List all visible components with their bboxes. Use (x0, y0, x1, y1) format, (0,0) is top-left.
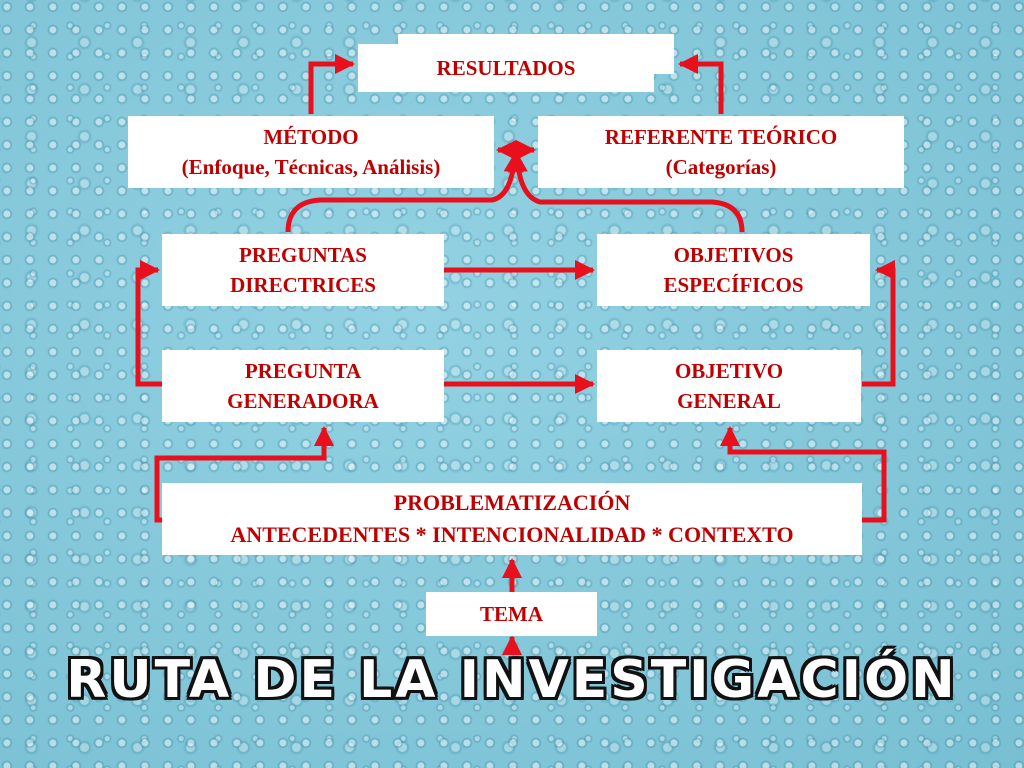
node-objetivos-especificos-line1: OBJETIVOS (673, 242, 794, 267)
node-problematizacion-title: PROBLEMATIZACIÓN (393, 490, 631, 516)
arrow-objetivo-general-to-objetivos-especificos (862, 260, 896, 387)
arrow-objetivos-especificos-to-center (507, 152, 745, 233)
arrow-problematizacion-to-objetivo-general (720, 426, 887, 523)
arrow-problematizacion-to-pregunta-generadora (154, 426, 334, 523)
node-pregunta-generadora-line1: PREGUNTA (244, 358, 362, 383)
node-objetivo-general-line1: OBJETIVO (674, 358, 784, 383)
node-resultados: RESULTADOS (358, 44, 654, 92)
node-tema-label: TEMA (480, 601, 543, 626)
node-referente-subtitle: (Categorías) (665, 155, 777, 179)
node-resultados-label: RESULTADOS (436, 55, 576, 80)
arrow-metodo-to-resultados (308, 54, 355, 114)
diagram-title: RUTA DE LA INVESTIGACIÓN (66, 650, 958, 710)
node-metodo-subtitle: (Enfoque, Técnicas, Análisis) (181, 155, 441, 179)
node-problematizacion: PROBLEMATIZACIÓN ANTECEDENTES * INTENCIO… (162, 483, 862, 555)
arrow-preguntas-directrices-to-center (285, 152, 524, 233)
arrow-pregunta-generadora-to-preguntas-directrices (135, 260, 162, 387)
node-pregunta-generadora: PREGUNTA GENERADORA (162, 350, 444, 422)
node-metodo: MÉTODO (Enfoque, Técnicas, Análisis) (128, 116, 494, 188)
node-referente-title: REFERENTE TEÓRICO (604, 124, 838, 149)
node-objetivos-especificos: OBJETIVOS ESPECÍFICOS (597, 234, 870, 306)
node-objetivo-general: OBJETIVO GENERAL (597, 350, 861, 422)
node-referente-teorico: REFERENTE TEÓRICO (Categorías) (538, 116, 904, 188)
node-problematizacion-subtitle: ANTECEDENTES * INTENCIONALIDAD * CONTEXT… (230, 522, 794, 547)
node-objetivos-especificos-line2: ESPECÍFICOS (663, 273, 804, 297)
node-objetivo-general-line2: GENERAL (677, 389, 781, 413)
node-preguntas-directrices-line1: PREGUNTAS (239, 242, 367, 267)
arrow-referente-to-resultados (678, 54, 724, 114)
node-preguntas-directrices: PREGUNTAS DIRECTRICES (162, 234, 444, 306)
node-tema: TEMA (426, 592, 597, 636)
node-pregunta-generadora-line2: GENERADORA (227, 389, 379, 413)
node-metodo-title: MÉTODO (263, 124, 359, 149)
node-preguntas-directrices-line2: DIRECTRICES (230, 273, 376, 297)
